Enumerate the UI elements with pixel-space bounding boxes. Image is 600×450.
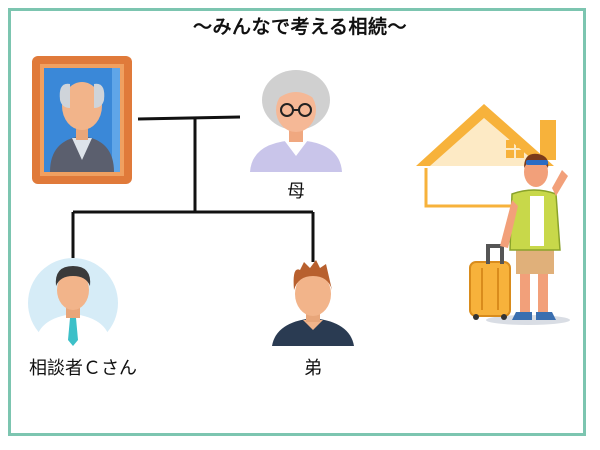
father-portrait — [32, 56, 132, 184]
brother-avatar — [272, 260, 354, 346]
page-title: 〜みんなで考える相続〜 — [193, 16, 407, 38]
client-avatar — [28, 258, 118, 360]
spouse-line — [137, 115, 241, 121]
mother-label: 母 — [287, 181, 305, 202]
client-label: 相談者Ｃさん — [29, 358, 137, 379]
traveler-illustration — [469, 153, 570, 325]
tree-lines — [71, 115, 315, 262]
mother-avatar — [250, 70, 342, 172]
brother-label: 弟 — [304, 358, 322, 379]
